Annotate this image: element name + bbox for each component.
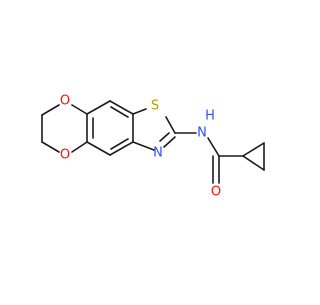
bond	[71, 141, 88, 153]
bond	[41, 104, 60, 116]
bond	[132, 108, 147, 115]
nitrogen-ring-label: N	[153, 146, 163, 161]
bond	[132, 141, 155, 151]
bond	[110, 138, 129, 150]
atom-labels: O O S N H N O	[60, 94, 221, 200]
sulfur-label: S	[151, 99, 159, 114]
structure-canvas: O O S N H N O	[41, 94, 265, 200]
bond-set	[41, 100, 265, 184]
bond	[109, 141, 134, 156]
oxygen-top-label: O	[60, 94, 70, 109]
molecule-structure: O O S N H N O	[41, 94, 265, 200]
bond	[109, 100, 134, 115]
bond	[242, 155, 265, 171]
hydrogen-amide-label: H	[205, 109, 215, 124]
bond	[86, 100, 111, 115]
oxygen-carbonyl-label: O	[211, 185, 221, 200]
bond	[41, 141, 60, 153]
nitrogen-amide-label: N	[197, 126, 207, 141]
bond	[86, 141, 111, 156]
bond	[71, 104, 88, 115]
bond	[242, 142, 265, 157]
bond	[165, 116, 176, 134]
bond	[159, 132, 170, 142]
bond	[207, 137, 220, 157]
bond	[163, 136, 176, 148]
bond	[110, 106, 129, 118]
oxygen-bottom-label: O	[60, 148, 70, 163]
